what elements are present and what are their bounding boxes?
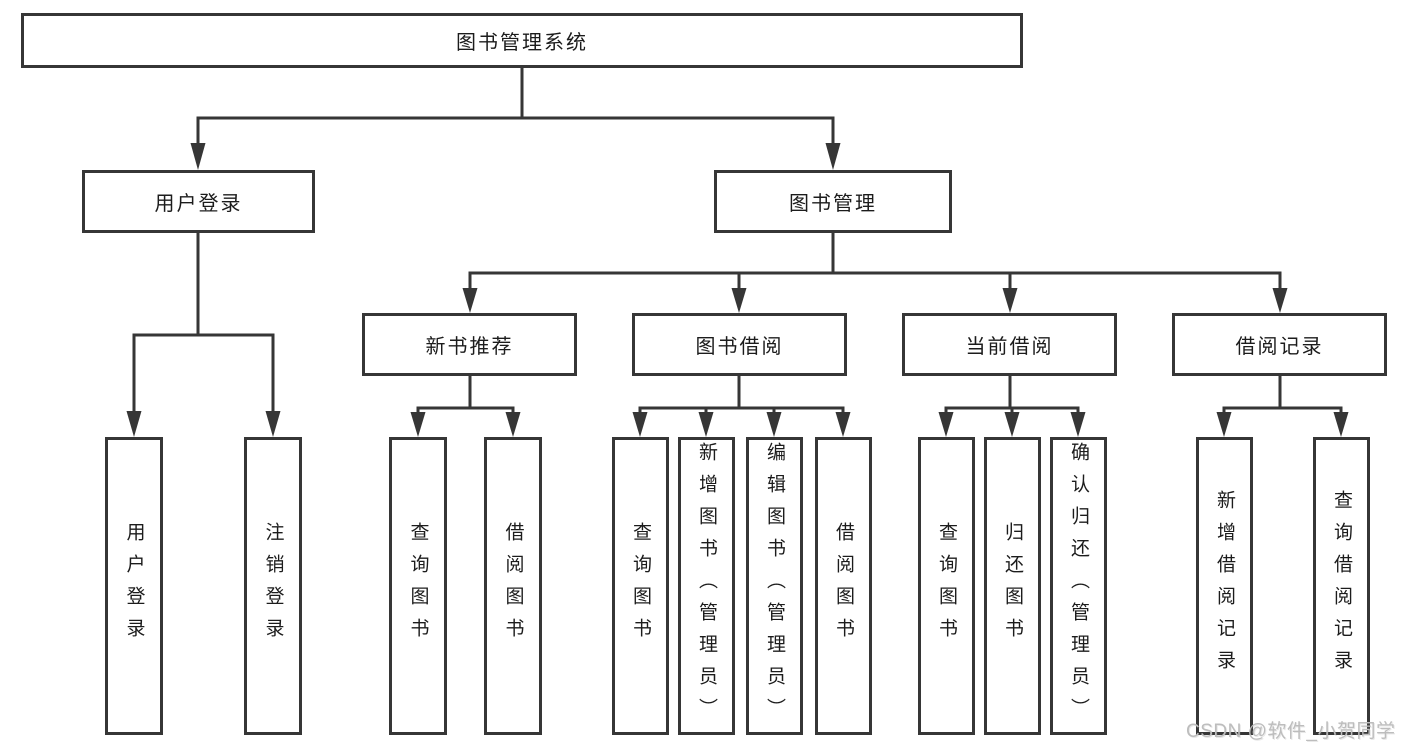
connector-borrow-records-split — [1222, 373, 1343, 419]
leaf-return-books: 归还图书 — [984, 437, 1041, 735]
leaf-query-books-borrow: 查询图书 — [612, 437, 669, 735]
leaf-borrow-books: 借阅图书 — [815, 437, 872, 735]
arrowhead — [1333, 412, 1349, 437]
arrowhead — [1070, 412, 1086, 437]
node-root: 图书管理系统 — [21, 13, 1023, 68]
arrowhead — [505, 412, 521, 437]
arrowhead — [632, 412, 648, 437]
node-borrow-records: 借阅记录 — [1172, 313, 1387, 376]
arrowhead — [410, 412, 426, 437]
leaf-logout: 注销登录 — [244, 437, 302, 735]
arrowhead — [190, 143, 206, 170]
leaf-edit-books-admin: 编辑图书（管理员） — [746, 437, 803, 735]
leaf-confirm-return-admin: 确认归还（管理员） — [1050, 437, 1107, 735]
connector-new-books-split — [416, 373, 515, 419]
leaf-add-borrow-record: 新增借阅记录 — [1196, 437, 1253, 735]
leaf-query-borrow-record: 查询借阅记录 — [1313, 437, 1370, 735]
connector-book-management-split — [468, 229, 1282, 293]
node-book-management: 图书管理 — [714, 170, 952, 233]
arrowhead — [126, 411, 142, 437]
arrowhead — [766, 412, 782, 437]
connector-user-login-split — [132, 229, 275, 418]
arrowhead — [825, 143, 841, 170]
arrowhead — [265, 411, 281, 437]
arrowhead — [698, 412, 714, 437]
watermark: CSDN @软件_小贺同学 — [1186, 721, 1396, 742]
leaf-user-login: 用户登录 — [105, 437, 163, 735]
arrowhead — [1272, 288, 1288, 313]
arrowhead — [1004, 412, 1020, 437]
leaf-query-books-current: 查询图书 — [918, 437, 975, 735]
connector-root-to-level2 — [196, 65, 835, 148]
arrowhead — [938, 412, 954, 437]
leaf-add-books-admin: 新增图书（管理员） — [678, 437, 735, 735]
leaf-borrow-books-recommend: 借阅图书 — [484, 437, 542, 735]
node-new-book-recommend: 新书推荐 — [362, 313, 577, 376]
arrowhead — [835, 412, 851, 437]
arrowhead — [462, 288, 478, 313]
node-current-borrow: 当前借阅 — [902, 313, 1117, 376]
node-user-login: 用户登录 — [82, 170, 315, 233]
arrowhead — [1216, 412, 1232, 437]
connector-current-borrow-split — [944, 373, 1080, 419]
arrowhead — [1002, 288, 1018, 313]
node-book-borrow: 图书借阅 — [632, 313, 847, 376]
connector-book-borrow-split — [638, 373, 845, 419]
arrowhead — [731, 288, 747, 313]
leaf-query-books-recommend: 查询图书 — [389, 437, 447, 735]
